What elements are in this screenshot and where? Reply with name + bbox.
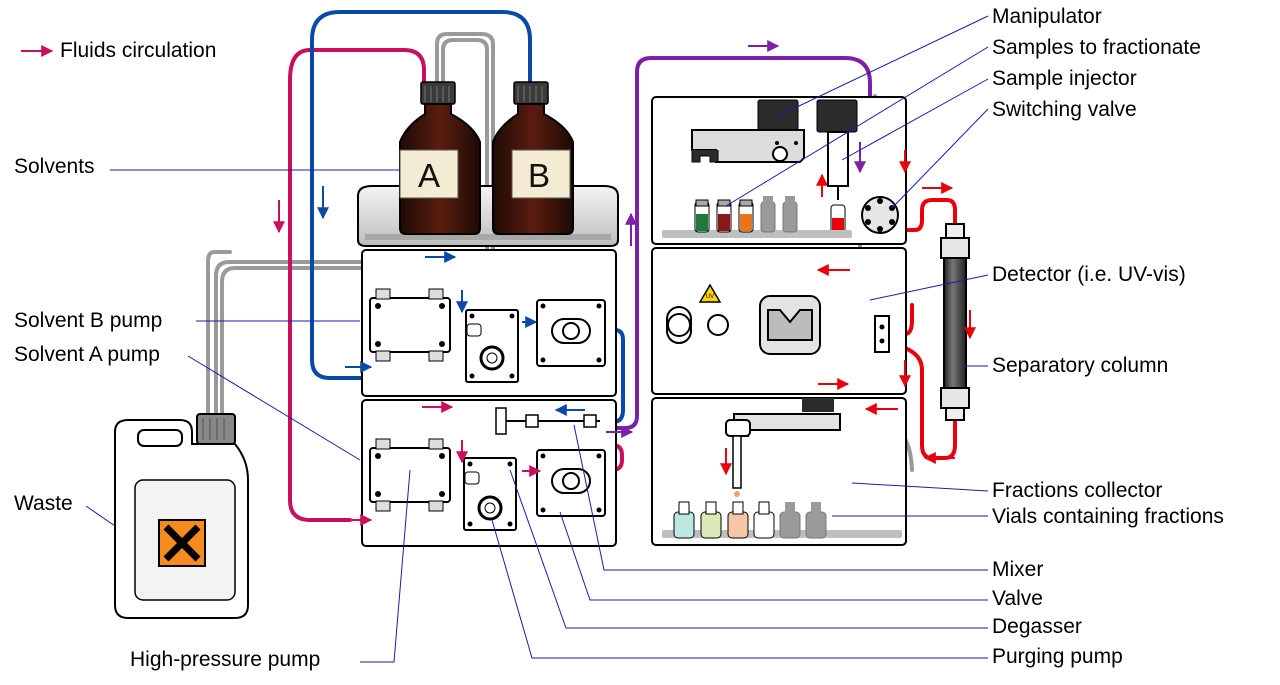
label-high-pressure-pump: High-pressure pump	[130, 648, 321, 671]
label-vials: Vials containing fractions	[992, 505, 1224, 528]
label-sample-injector: Sample injector	[992, 67, 1137, 90]
callout-collector	[851, 482, 989, 492]
bottle-a-label: A	[418, 157, 440, 194]
flow-arrows	[21, 40, 976, 526]
fraction-vials-rack	[662, 501, 902, 539]
detector-body: UV	[666, 283, 890, 355]
callout-detector	[869, 274, 989, 301]
degasser-valve-a	[463, 457, 517, 531]
legend-label: Fluids circulation	[60, 39, 217, 62]
callout-waste	[85, 505, 116, 527]
label-detector: Detector (i.e. UV-vis)	[992, 263, 1186, 286]
fraction-collector-arm	[725, 398, 841, 497]
mixed-lines	[598, 56, 872, 430]
label-fractions-collector: Fractions collector	[992, 479, 1163, 502]
bottle-a: A	[399, 81, 481, 235]
callout-mixer	[573, 424, 988, 571]
label-switching-valve: Switching valve	[992, 98, 1137, 121]
label-samples: Samples to fractionate	[992, 36, 1201, 59]
label-manipulator: Manipulator	[992, 5, 1102, 28]
purging-pump-a	[536, 449, 606, 517]
switching-valve	[861, 196, 899, 234]
label-solvent-a-pump: Solvent A pump	[14, 343, 160, 366]
mixer	[495, 407, 600, 435]
bottle-b-label: B	[528, 157, 550, 194]
label-valve: Valve	[992, 587, 1043, 610]
callout-switching-valve	[891, 108, 989, 209]
separatory-column	[940, 223, 970, 421]
label-solvent-b-pump: Solvent B pump	[14, 309, 163, 332]
manipulator	[691, 99, 805, 163]
label-solvents: Solvents	[14, 155, 95, 178]
label-purging-pump: Purging pump	[992, 645, 1123, 668]
callout-samples	[725, 46, 989, 207]
bottle-b: B	[492, 81, 574, 235]
callout-injector	[841, 78, 989, 161]
solvent-tray	[357, 185, 619, 247]
waste-canister	[114, 413, 249, 619]
callout-lines	[85, 15, 989, 663]
callout-valve	[559, 511, 988, 601]
callout-degasser	[509, 469, 988, 629]
label-separatory-column: Separatory column	[992, 354, 1169, 377]
label-degasser: Degasser	[992, 615, 1082, 638]
callout-purging-pump	[491, 519, 988, 659]
uv-badge: UV	[706, 294, 714, 300]
callout-manipulator	[777, 15, 989, 117]
sample-injector	[816, 99, 858, 234]
sample-vials-rack	[662, 196, 852, 238]
high-pressure-pump-b	[369, 288, 451, 362]
degasser-valve-b	[465, 309, 519, 383]
callout-high-pressure-pump	[360, 469, 411, 663]
label-waste: Waste	[14, 492, 73, 515]
purging-pump-b	[536, 299, 606, 367]
callout-pump-a	[187, 355, 361, 461]
label-mixer: Mixer	[992, 558, 1044, 581]
